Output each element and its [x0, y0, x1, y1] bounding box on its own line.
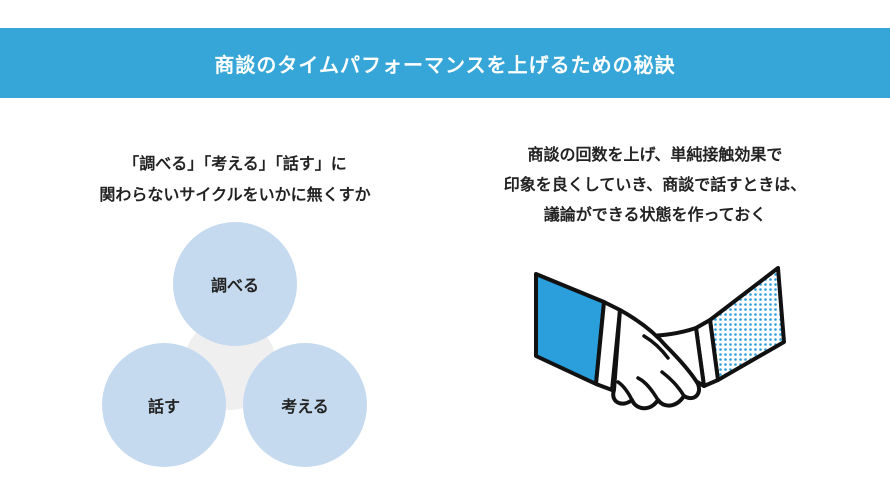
cycle-circle-research: 調べる	[173, 222, 297, 346]
right-caption-line: 商談の回数を上げ、単純接触効果で	[527, 145, 783, 164]
left-sleeve	[534, 272, 606, 386]
finger-lines	[616, 370, 686, 402]
right-caption-line: 議論ができる状態を作っておく	[543, 205, 767, 224]
right-caption: 商談の回数を上げ、単純接触効果で 印象を良くしていき、商談で話すときは、 議論が…	[440, 140, 870, 230]
handshake-icon	[534, 266, 786, 411]
left-caption-line: 関わらないサイクルをいかに無くすか	[99, 185, 371, 204]
thumb-line	[642, 334, 670, 360]
left-caption: 「調べる」「考える」「話す」に 関わらないサイクルをいかに無くすか	[25, 148, 445, 210]
title-banner: 商談のタイムパフォーマンスを上げるための秘訣	[0, 28, 890, 98]
cycle-label-think: 考える	[281, 397, 329, 416]
right-caption-line: 印象を良くしていき、商談で話すときは、	[503, 175, 807, 194]
right-sleeve	[708, 266, 786, 382]
page-title: 商談のタイムパフォーマンスを上げるための秘訣	[214, 52, 676, 77]
cycle-label-research: 調べる	[210, 276, 259, 295]
cycle-circle-talk: 話す	[102, 343, 226, 467]
left-caption-line: 「調べる」「考える」「話す」に	[123, 154, 347, 173]
cycle-circle-think: 考える	[243, 343, 367, 467]
cycle-label-talk: 話す	[147, 397, 180, 416]
